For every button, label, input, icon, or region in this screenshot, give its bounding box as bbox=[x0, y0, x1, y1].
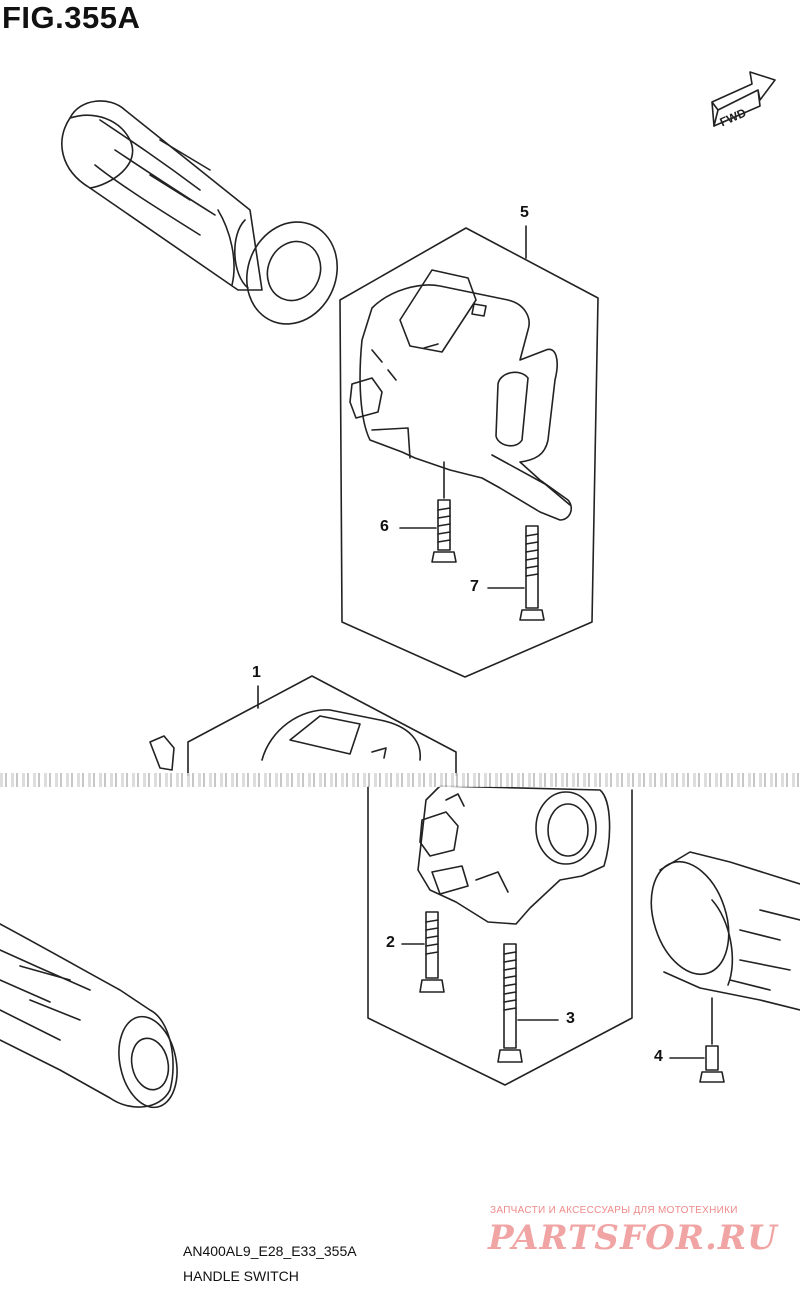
lower-left-grip bbox=[0, 923, 178, 1109]
right-switch-housing bbox=[349, 269, 572, 521]
upper-grip bbox=[61, 100, 339, 325]
callout-7: 7 bbox=[470, 578, 479, 595]
figure-title: FIG.355A bbox=[2, 0, 141, 35]
screw-7 bbox=[519, 525, 545, 621]
screw-2 bbox=[419, 911, 445, 993]
page-tear-band bbox=[0, 773, 800, 787]
callout-6: 6 bbox=[380, 518, 389, 535]
watermark-tagline: ЗАПЧАСТИ И АКСЕССУАРЫ ДЛЯ МОТОТЕХНИКИ bbox=[490, 1205, 738, 1216]
callout-1: 1 bbox=[252, 664, 261, 681]
switch-box-1-top bbox=[187, 675, 457, 777]
screw-4 bbox=[699, 1045, 725, 1083]
diagram-code: AN400AL9_E28_E33_355A bbox=[183, 1243, 357, 1259]
switch-box-5 bbox=[339, 227, 599, 678]
callout-5: 5 bbox=[520, 204, 529, 221]
screw-6 bbox=[431, 499, 457, 563]
switch-box-1-bottom bbox=[367, 785, 633, 1086]
diagram-name: HANDLE SWITCH bbox=[183, 1268, 299, 1284]
left-switch-housing bbox=[417, 785, 611, 925]
callout-2: 2 bbox=[386, 934, 395, 951]
fwd-label: FWD bbox=[718, 105, 749, 129]
screw-3 bbox=[497, 943, 523, 1063]
left-switch-top-fragment bbox=[149, 709, 421, 771]
callout-4: 4 bbox=[654, 1048, 663, 1065]
callout-3: 3 bbox=[566, 1010, 575, 1027]
watermark-logo: PARTSFOR.RU bbox=[488, 1218, 778, 1258]
lower-right-grip bbox=[650, 851, 800, 1011]
fwd-arrow-icon: FWD bbox=[711, 71, 776, 129]
